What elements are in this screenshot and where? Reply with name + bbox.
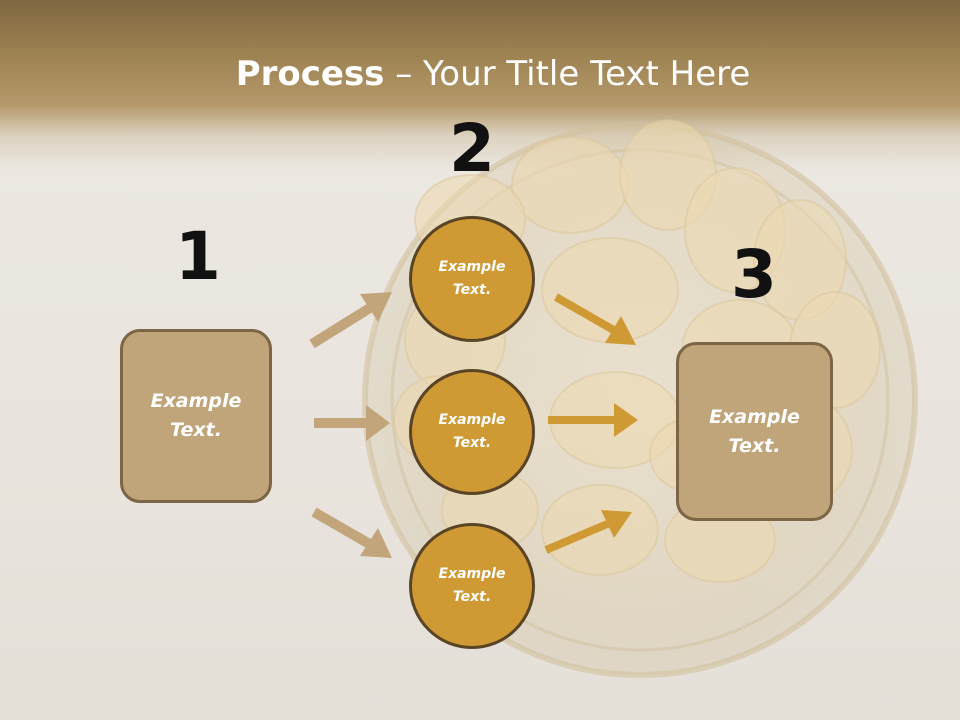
arrow-circle2-to-step3 xyxy=(548,403,638,437)
arrow-step1-to-circle1 xyxy=(309,292,392,349)
title-rest: – Your Title Text Here xyxy=(384,54,751,94)
step-number-3: 3 xyxy=(731,236,777,313)
step3-box: Example Text. xyxy=(676,342,833,521)
step2-circle-1-text: Example Text. xyxy=(438,259,506,298)
header-band xyxy=(0,0,960,170)
step-number-1: 1 xyxy=(175,218,221,295)
step3-box-text: Example Text. xyxy=(709,405,800,457)
step-number-2: 2 xyxy=(449,110,495,187)
step1-box-text: Example Text. xyxy=(150,390,242,441)
step2-circle-1: Example Text. xyxy=(409,216,535,342)
step1-box: Example Text. xyxy=(120,329,272,503)
arrow-circle3-to-step3 xyxy=(544,510,632,554)
step2-circle-3: Example Text. xyxy=(409,523,535,649)
step2-circle-2-text: Example Text. xyxy=(438,412,506,451)
arrow-step1-to-circle2 xyxy=(314,405,390,441)
arrow-step1-to-circle3 xyxy=(311,507,392,558)
step2-circle-3-text: Example Text. xyxy=(438,566,506,605)
slide-title: Process – Your Title Text Here xyxy=(0,52,960,96)
title-bold: Process xyxy=(235,54,385,94)
arrow-circle1-to-step3 xyxy=(554,293,636,345)
step2-circle-2: Example Text. xyxy=(409,369,535,495)
